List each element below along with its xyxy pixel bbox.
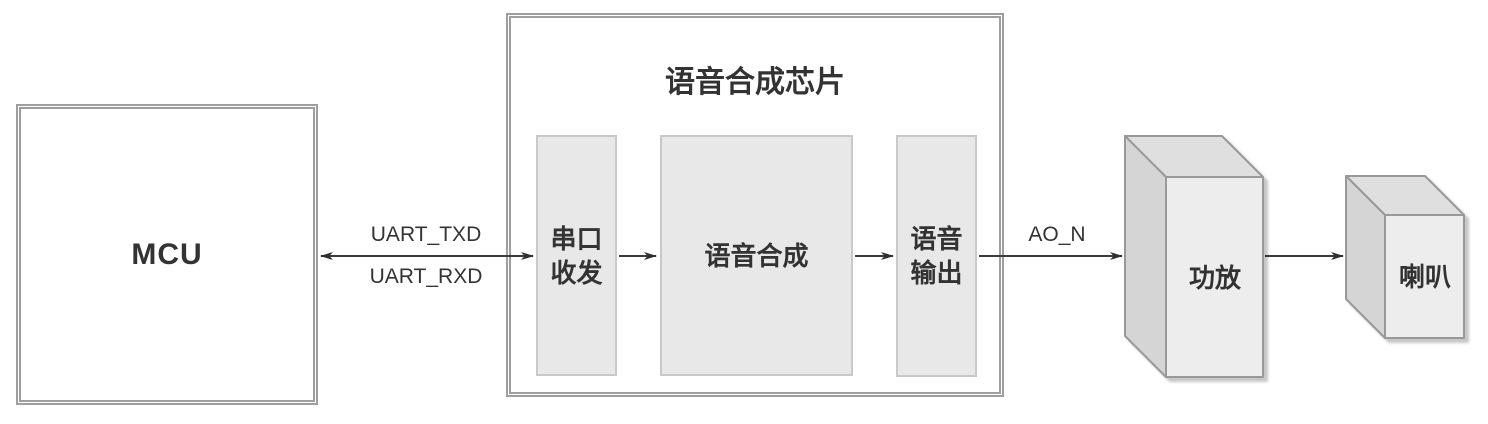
speaker-cube: 喇叭 (1345, 175, 1465, 339)
amplifier-cube: 功放 (1124, 135, 1264, 378)
voice-output-label-line1: 语音 (910, 224, 963, 254)
voice-synthesis-block: 语音合成 (660, 135, 853, 376)
speaker-cube-side-face (1345, 175, 1386, 339)
amplifier-cube-top-face (1124, 135, 1264, 178)
speaker-cube-top-face (1345, 175, 1465, 216)
edge-label-uart-txd: UART_TXD (367, 223, 485, 247)
edge-label-uart-rxd: UART_RXD (366, 265, 486, 289)
amplifier-cube-front-face (1165, 176, 1264, 378)
mcu-label: MCU (131, 237, 203, 271)
voice-synthesis-label: 语音合成 (704, 240, 809, 271)
edge-label-ao-n: AO_N (1025, 223, 1089, 247)
voice-output-block: 语音 输出 (896, 135, 977, 377)
uart-transceiver-label-line2: 收发 (550, 257, 603, 288)
mcu-node: MCU (16, 104, 318, 405)
speaker-cube-front-face (1384, 214, 1465, 339)
uart-transceiver-block: 串口 收发 (536, 135, 617, 376)
voice-output-label-line2: 输出 (910, 258, 963, 288)
amplifier-cube-side-face (1124, 135, 1167, 378)
voice-chip-title: 语音合成芯片 (665, 66, 845, 99)
speaker-label: 喇叭 (1399, 262, 1451, 292)
uart-transceiver-label-line1: 串口 (550, 223, 603, 254)
amplifier-label: 功放 (1189, 263, 1242, 293)
